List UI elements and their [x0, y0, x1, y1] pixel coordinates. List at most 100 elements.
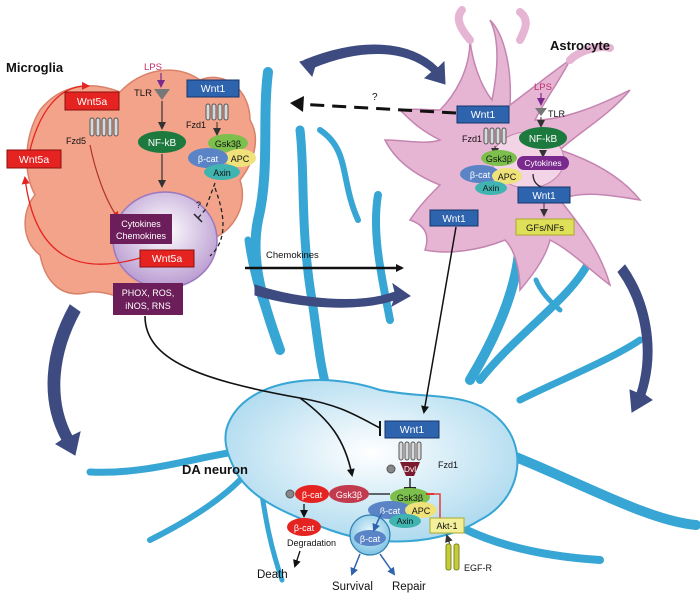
egfr-label: EGF-R: [464, 563, 492, 573]
microglia-wnt1-box: [186, 79, 240, 98]
repair-label: Repair: [392, 581, 426, 593]
fzd5-receptor: [89, 117, 119, 137]
survival-arrow: [350, 553, 361, 576]
neuron-apc: [405, 502, 437, 518]
astrocyte-apc-label: APC: [498, 172, 517, 182]
da-neuron-title: DA neuron: [182, 462, 248, 477]
bcat-to-nucleus-arrow: [372, 512, 383, 532]
wnt5a-loop-arrow-left: [21, 176, 141, 265]
microglia-chemokines-label: Chemokines: [116, 231, 167, 241]
astrocyte-bcat: [460, 165, 500, 183]
astrocyte-fzd1-receptor: [483, 127, 507, 145]
neuron-bcat-left-label: β-cat: [302, 490, 323, 500]
degradation-to-death-arrow: [293, 550, 301, 568]
question-mark-microglia: ?: [196, 200, 201, 210]
phox-line-2: iNOS, RNS: [125, 301, 171, 311]
dashed-arrow-head: [290, 96, 304, 112]
astrocyte-lps-label: LPS: [534, 82, 552, 93]
astrocyte-cytokines-label: Cytokines: [524, 158, 561, 168]
wnt5a-box-left: [6, 149, 62, 169]
wnt5a-loop-arrow-top: [29, 81, 90, 151]
astrocyte-nucleus-wnt1-label: Wnt1: [532, 191, 556, 202]
neuron-axin: [389, 514, 421, 528]
microglia-apc: [224, 149, 256, 167]
neuron-gsk3b-label: Gsk3β: [397, 493, 423, 503]
big-arrows: [47, 44, 653, 456]
astrocyte-cytokines-pill: [517, 156, 569, 170]
phox-activates-gsk3b-arrow: [299, 397, 355, 477]
phox-line-1: PHOX, ROS,: [122, 288, 175, 298]
microglia-nfkb: [138, 131, 186, 153]
da-neuron-soma: [224, 379, 519, 543]
neuron-bcat-left: [295, 485, 329, 503]
akt1-box: [429, 517, 465, 534]
microglia-nfkb-label: NF-kB: [148, 138, 177, 149]
cytokines-chemokines-box: [110, 214, 172, 244]
neuron-nucleus-bcat-label: β-cat: [360, 534, 381, 544]
astrocyte-nfkb: [519, 127, 567, 149]
astrocyte-axin-label: Axin: [483, 183, 500, 193]
big-arrow-head-top: [299, 55, 319, 78]
gfs-nfs-box: [515, 218, 575, 236]
big-arrow-microglia-to-astrocyte: [254, 282, 411, 308]
neuron-dvl-label: Dvl: [404, 464, 416, 474]
neuron-gsk3b-left-label: Gsk3β: [336, 490, 362, 500]
neuron-dvl: [400, 462, 420, 476]
astrocyte-fzd1-label: Fzd1: [462, 134, 482, 144]
microglia-fzd1-label: Fzd1: [186, 120, 206, 130]
astrocyte-wnt1-box: [456, 105, 510, 124]
microglia-gsk3b-label: Gsk3β: [215, 139, 241, 149]
degradation-label: Degradation: [287, 538, 336, 548]
phox-inhibits-wnt1-line: [144, 315, 381, 429]
chemokines-label: Chemokines: [266, 250, 319, 261]
egfr-receptor: [445, 543, 460, 571]
astrocyte-wnt1-label: Wnt1: [471, 109, 496, 121]
neuron-wnt1-box: [384, 420, 440, 439]
death-label: Death: [257, 569, 288, 581]
microglia-fzd1-receptor: [205, 103, 229, 121]
microglia-axin-label: Axin: [213, 168, 231, 178]
microglia-bcat: [188, 148, 228, 168]
neuron-dvl-phospho: [386, 464, 396, 474]
microglia-axin: [204, 164, 240, 180]
microglia-dashed-inhibit: [197, 182, 216, 219]
akt1-label: Akt-1: [436, 521, 457, 531]
wnt5a-nucleus-label: Wnt5a: [152, 253, 183, 265]
gfs-nfs-label: GFs/NFs: [526, 223, 564, 234]
microglia-lps-label: LPS: [144, 62, 162, 73]
wnt5a-left-label: Wnt5a: [19, 154, 50, 166]
big-arrow-microglia-to-neuron: [47, 304, 81, 456]
microglia-tlr-label: TLR: [134, 88, 152, 99]
phox-box: [113, 283, 183, 315]
dashed-arrow-wnt1-to-microglia: [297, 102, 457, 115]
astrocyte-process-tips: [454, 6, 614, 64]
astrocyte-bcat-label: β-cat: [470, 170, 491, 180]
microglia-cytokines-label: Cytokines: [121, 219, 161, 229]
neuron-wnt1-label: Wnt1: [400, 424, 425, 436]
wnt5a-box-nucleus: [139, 249, 195, 268]
neuron-bcat-degr-label: β-cat: [294, 523, 315, 533]
bcat-phospho: [285, 489, 295, 499]
neuron-nucleus-bcat: [354, 530, 386, 546]
astrocyte-secreted-wnt1-box: [429, 209, 479, 227]
astrocyte-tlr-label: TLR: [548, 109, 566, 119]
astrocyte-gsk3b: [481, 150, 517, 166]
astrocyte-tlr-receptor: [535, 108, 547, 116]
neuron-gsk3b: [390, 488, 430, 506]
astrocyte-nfkb-label: NF-kB: [529, 134, 558, 145]
microglia-title: Microglia: [6, 60, 64, 75]
microglia-tlr-receptor: [154, 89, 170, 100]
astrocyte-title: Astrocyte: [550, 38, 610, 53]
neuron-gsk3b-left: [329, 485, 369, 503]
microglia-apc-label: APC: [231, 154, 250, 164]
neuron-bcat-label: β-cat: [380, 506, 401, 516]
fzd5-label: Fzd5: [66, 136, 86, 146]
microglia-inhibit-bar: [193, 213, 203, 223]
astrocyte-gsk3b-label: Gsk3β: [486, 154, 512, 164]
astrocyte-wnt1-to-neuron-arrow: [421, 226, 457, 414]
neuron-apc-label: APC: [412, 506, 431, 516]
astrocyte-apc: [492, 168, 522, 184]
astrocyte-axin: [475, 181, 507, 195]
survival-label: Survival: [332, 581, 373, 593]
